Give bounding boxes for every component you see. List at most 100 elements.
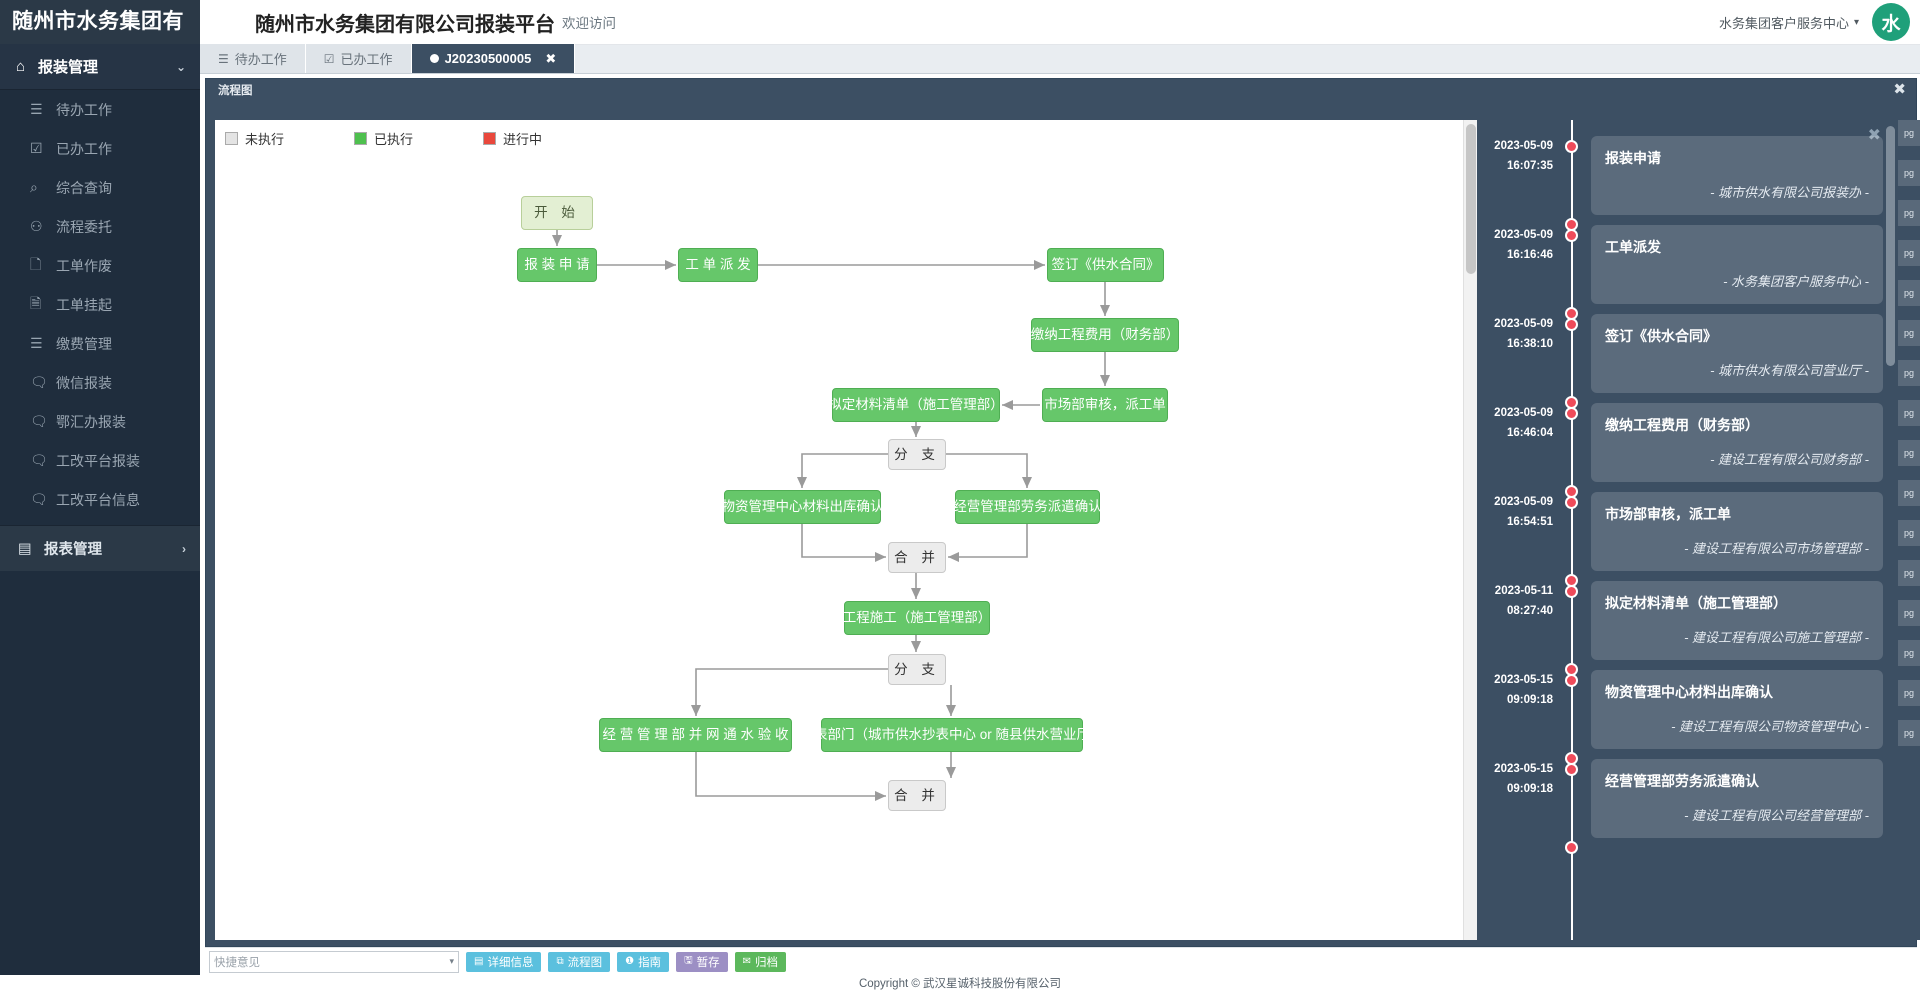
toolbar-button-label: 暂存 — [696, 956, 720, 969]
tab-bar: ☰待办工作☑已办工作 J20230500005 ✖ — [200, 44, 1920, 74]
flow-node-merge2[interactable]: 合 并 — [888, 780, 946, 811]
timeline-dot-icon — [1565, 841, 1578, 854]
flow-node-n6[interactable]: 拟定材料清单（施工管理部） — [828, 388, 1004, 422]
check-square-icon: ☑ — [30, 140, 43, 156]
sidebar-item-report-management[interactable]: ▤ 报表管理 › — [0, 525, 200, 571]
timeline-card[interactable]: 拟定材料清单（施工管理部）- 建设工程有限公司施工管理部 - — [1591, 581, 1883, 660]
user-menu-label[interactable]: 水务集团客户服务中心 — [1718, 15, 1849, 31]
legend-swatch-icon — [354, 132, 368, 145]
welcome-text: 欢迎访问 — [562, 16, 616, 31]
legend: 未执行已执行进行中 — [215, 120, 1477, 148]
timeline-card[interactable]: 报装申请- 城市供水有限公司报装办 - — [1591, 136, 1883, 215]
toolbar-button-1[interactable]: ⧉流程图 — [548, 951, 611, 972]
flow-node-n8[interactable]: 经营管理部劳务派遣确认 — [953, 490, 1102, 524]
comment-icon: 🗨 — [30, 452, 48, 468]
report-icon: ▤ — [18, 540, 32, 557]
flow-node-label: 拟定材料清单（施工管理部） — [828, 397, 1004, 413]
toolbar-button-3[interactable]: 🖫暂存 — [676, 951, 728, 972]
tab-close-icon[interactable]: ✖ — [545, 50, 557, 66]
timeline-scrollbar[interactable] — [1886, 126, 1895, 934]
sidebar-item-10[interactable]: 🗨工改平台信息 — [0, 480, 200, 519]
timeline-dot-icon — [1565, 674, 1578, 687]
sidebar-item-0[interactable]: ☰待办工作 — [0, 90, 200, 129]
flow-node-label: 经营管理部劳务派遣确认 — [953, 499, 1102, 515]
flow-node-n9[interactable]: 工程施工（施工管理部） — [843, 601, 991, 635]
background-chip: pg — [1898, 600, 1920, 626]
background-chip: pg — [1898, 720, 1920, 746]
flow-node-label: 报 装 申 请 — [524, 257, 590, 273]
flow-node-branch1[interactable]: 分 支 — [888, 439, 946, 470]
timeline-scrollbar-thumb[interactable] — [1886, 126, 1895, 366]
tab-label: J20230500005 — [444, 51, 532, 66]
legend-swatch-icon — [483, 132, 497, 145]
tab-2[interactable]: J20230500005 ✖ — [411, 44, 576, 73]
sidebar-group-label: 报装管理 — [38, 59, 99, 76]
sidebar-item-5[interactable]: 🗎工单挂起 — [0, 285, 200, 324]
comment-icon: 🗨 — [30, 374, 48, 390]
legend-label: 未执行 — [245, 132, 285, 147]
sidebar-group-baozhuang[interactable]: ⌂ 报装管理 ⌄ — [0, 44, 200, 90]
flow-node-n3[interactable]: 签订《供水合同》 — [1047, 248, 1164, 282]
flow-node-n10[interactable]: 经 营 管 理 部 并 网 通 水 验 收 — [599, 718, 792, 752]
quick-opinion-select[interactable]: 快捷意见 ▾ — [209, 950, 459, 973]
timeline-time: 16:38:10 — [1506, 338, 1553, 350]
toolbar-button-0[interactable]: ▤详细信息 — [466, 951, 542, 972]
flow-node-label: 签订《供水合同》 — [1051, 257, 1160, 273]
flow-node-n1[interactable]: 报 装 申 请 — [517, 248, 597, 282]
flow-node-branch2[interactable]: 分 支 — [888, 654, 946, 685]
sidebar-item-6[interactable]: ☰缴费管理 — [0, 324, 200, 363]
toolbar-button-4[interactable]: ✉归档 — [734, 951, 786, 972]
timeline-card-org: - 建设工程有限公司财务部 - — [1710, 452, 1869, 467]
sidebar-item-4[interactable]: 🗋工单作废 — [0, 246, 200, 285]
timeline-card[interactable]: 物资管理中心材料出库确认- 建设工程有限公司物资管理中心 - — [1591, 670, 1883, 749]
flow-scrollbar-thumb[interactable] — [1466, 124, 1476, 274]
sidebar-item-2[interactable]: ⌕综合查询 — [0, 168, 200, 207]
flow-node-n7[interactable]: 物资管理中心材料出库确认 — [722, 490, 884, 524]
flow-node-merge1[interactable]: 合 并 — [888, 542, 946, 573]
chevron-down-icon[interactable]: ▾ — [1853, 16, 1859, 28]
sidebar-item-9[interactable]: 🗨工改平台报装 — [0, 441, 200, 480]
avatar[interactable]: 水 — [1872, 3, 1910, 41]
flow-scrollbar[interactable] — [1463, 120, 1477, 940]
check-square-icon: ☑ — [323, 51, 335, 66]
sidebar-sub-label: 报表管理 — [44, 542, 102, 558]
timeline-card[interactable]: 工单派发- 水务集团客户服务中心 - — [1591, 225, 1883, 304]
flow-node-n4[interactable]: 缴纳工程费用（财务部） — [1031, 318, 1179, 352]
sidebar-item-7[interactable]: 🗨微信报装 — [0, 363, 200, 402]
sidebar-item-8[interactable]: 🗨鄂汇办报装 — [0, 402, 200, 441]
legend-label: 进行中 — [503, 132, 543, 147]
timeline-time: 16:54:51 — [1506, 516, 1553, 528]
save-icon: 🖫 — [684, 955, 693, 966]
sidebar-item-1[interactable]: ☑已办工作 — [0, 129, 200, 168]
timeline-date: 2023-05-09 — [1494, 229, 1553, 241]
flow-node-n11[interactable]: 抄表部门（城市供水抄表中心 or 随县供水营业厅） — [801, 718, 1104, 752]
flow-node-start[interactable]: 开 始 — [521, 196, 593, 230]
timeline-card[interactable]: 经营管理部劳务派遣确认- 建设工程有限公司经营管理部 - — [1591, 759, 1883, 838]
timeline-card-org: - 水务集团客户服务中心 - — [1723, 274, 1869, 289]
flow-node-n5[interactable]: 市场部审核，派工单 — [1042, 388, 1168, 422]
timeline-card[interactable]: 签订《供水合同》- 城市供水有限公司营业厅 - — [1591, 314, 1883, 393]
user-gear-icon: ⚇ — [30, 218, 43, 234]
flow-node-n2[interactable]: 工 单 派 发 — [678, 248, 758, 282]
flow-node-label: 分 支 — [894, 661, 940, 677]
close-icon[interactable]: ✖ — [1867, 127, 1881, 144]
timeline-card[interactable]: 市场部审核，派工单- 建设工程有限公司市场管理部 - — [1591, 492, 1883, 571]
sidebar-item-3[interactable]: ⚇流程委托 — [0, 207, 200, 246]
timeline-card[interactable]: 缴纳工程费用（财务部）- 建设工程有限公司财务部 - — [1591, 403, 1883, 482]
close-icon[interactable]: ✖ — [1893, 81, 1906, 98]
tab-1[interactable]: ☑已办工作 — [305, 44, 412, 73]
tab-0[interactable]: ☰待办工作 — [200, 44, 306, 73]
background-chip: pg — [1898, 400, 1920, 426]
